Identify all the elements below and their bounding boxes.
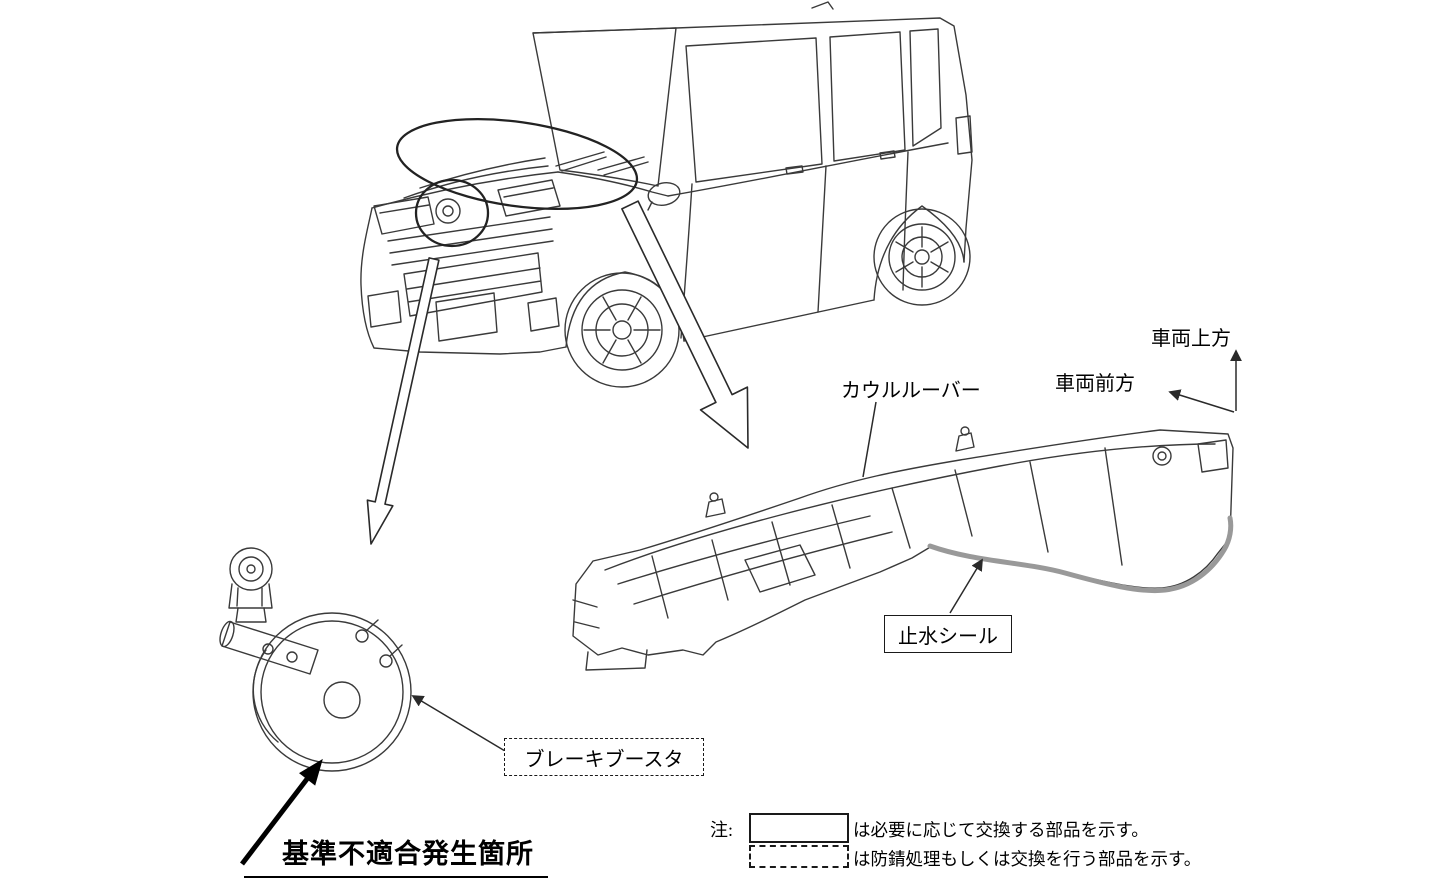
side-mirror	[647, 182, 681, 211]
cowl-louver-leader	[862, 401, 877, 478]
windshield	[532, 27, 677, 187]
wipers	[555, 151, 649, 176]
car-drawing	[360, 1, 973, 388]
water-seal-highlight	[927, 515, 1234, 594]
water-seal-leader	[949, 558, 983, 614]
legend-solid-box-sample	[749, 813, 849, 843]
legend-dashed-box-sample	[749, 845, 849, 868]
callout-arrows	[366, 200, 749, 545]
headlights	[373, 179, 561, 235]
brake-booster-drawing	[219, 547, 412, 772]
leader-lines	[411, 349, 1242, 752]
vehicle-front-arrow	[1168, 389, 1235, 413]
legend-note-prefix: 注:	[710, 820, 734, 840]
arrow-to-cowl-louver	[621, 200, 749, 449]
vehicle-front-label: 車両前方	[1055, 373, 1135, 395]
inspection-annotations	[395, 117, 639, 248]
front-emblem	[435, 198, 461, 224]
arrow-to-brake-booster	[366, 257, 440, 545]
brake-booster-leader	[411, 695, 506, 752]
legend-solid-box-text: は必要に応じて交換する部品を示す。	[853, 820, 1149, 840]
cowl-louver-drawing	[572, 426, 1234, 671]
vehicle-up-label: 車両上方	[1151, 328, 1231, 350]
water-seal-label-box: 止水シール	[884, 615, 1012, 653]
brake-booster-label-box: ブレーキブースタ	[504, 738, 704, 776]
front-wheel	[564, 272, 680, 388]
brake-booster-label: ブレーキブースタ	[524, 748, 684, 771]
water-seal-label: 止水シール	[898, 625, 998, 648]
nonconformity-callout: 基準不適合発生箇所	[244, 832, 548, 878]
grille-area-circle	[414, 178, 490, 248]
nonconformity-arrow	[240, 758, 323, 866]
legend-dashed-box-text: は防錆処理もしくは交換を行う部品を示す。	[853, 849, 1202, 869]
reservoir-cap	[229, 547, 273, 591]
cowl-louver-label: カウルルーバー	[841, 380, 981, 402]
hood-area-ellipse	[395, 117, 639, 211]
rear-wheel	[873, 208, 971, 306]
